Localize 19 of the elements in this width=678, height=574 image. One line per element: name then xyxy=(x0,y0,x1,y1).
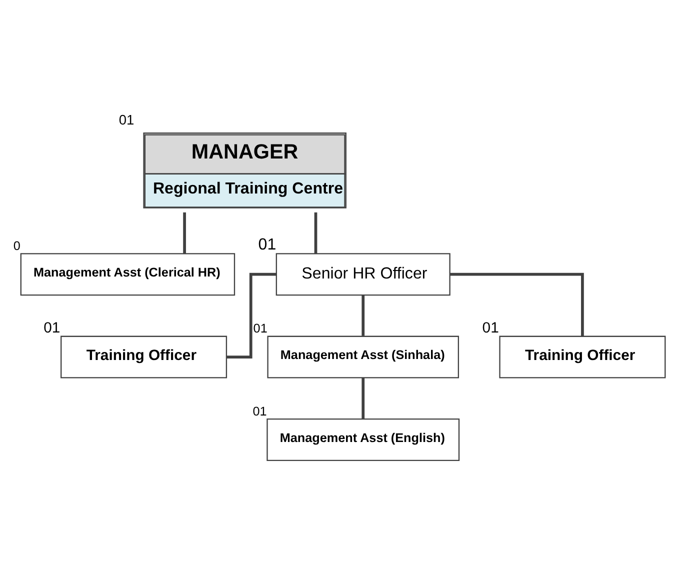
node-box: Training Officer xyxy=(499,336,666,378)
connector xyxy=(362,378,365,419)
node-label: 01 xyxy=(44,319,60,336)
node-label: 01 xyxy=(253,322,268,336)
node-label: 01 xyxy=(482,319,499,336)
connector xyxy=(362,295,365,336)
node-box: Management Asst (English) xyxy=(266,418,460,461)
node-label: 0 xyxy=(13,239,20,254)
connector xyxy=(226,272,276,358)
connector xyxy=(450,272,584,336)
node-box: Management Asst (Sinhala) xyxy=(267,336,459,378)
node-label: 01 xyxy=(118,112,134,128)
connector xyxy=(183,212,186,254)
node-box: Training Officer xyxy=(60,336,228,378)
node-box: Management Asst (Clerical HR) xyxy=(20,253,236,296)
connector xyxy=(314,212,318,254)
node-label: 01 xyxy=(258,235,276,254)
node-label: 01 xyxy=(252,404,267,418)
node-box: Senior HR Officer xyxy=(276,253,450,296)
